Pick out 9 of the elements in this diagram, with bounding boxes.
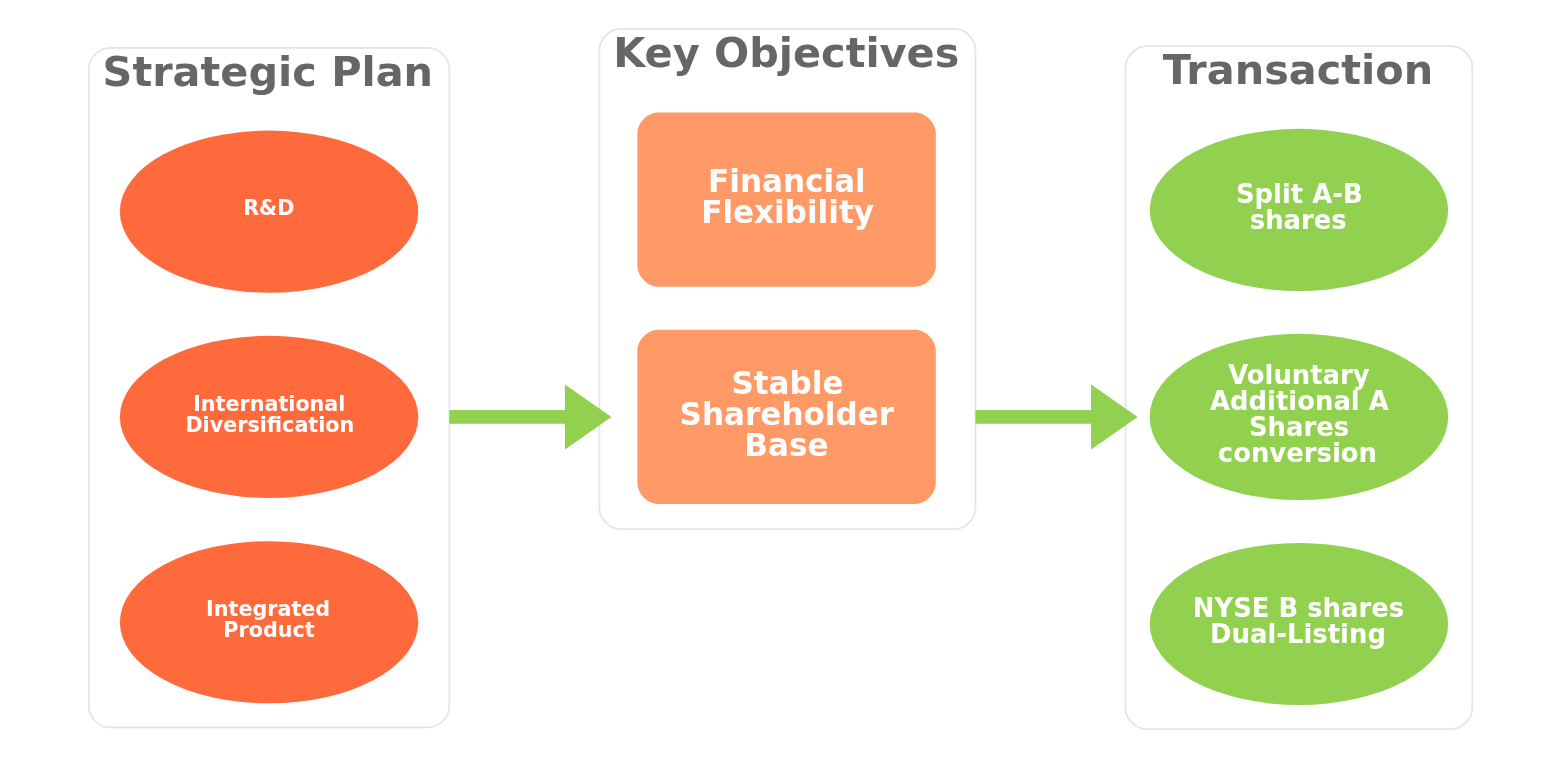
- node-box: Stable Shareholder Base: [637, 329, 936, 505]
- node-ellipse: Split A-B shares: [1149, 128, 1449, 291]
- node-box: Financial Flexibility: [637, 112, 936, 287]
- node-ellipse: R&D: [119, 130, 419, 293]
- node-ellipse: NYSE B shares Dual-Listing: [1149, 542, 1449, 706]
- node-ellipse: International Diversification: [119, 335, 419, 499]
- arrow: [449, 384, 612, 450]
- node-ellipse: Integrated Product: [119, 541, 419, 704]
- node-ellipse: Voluntary Additional A Shares conversion: [1149, 333, 1449, 501]
